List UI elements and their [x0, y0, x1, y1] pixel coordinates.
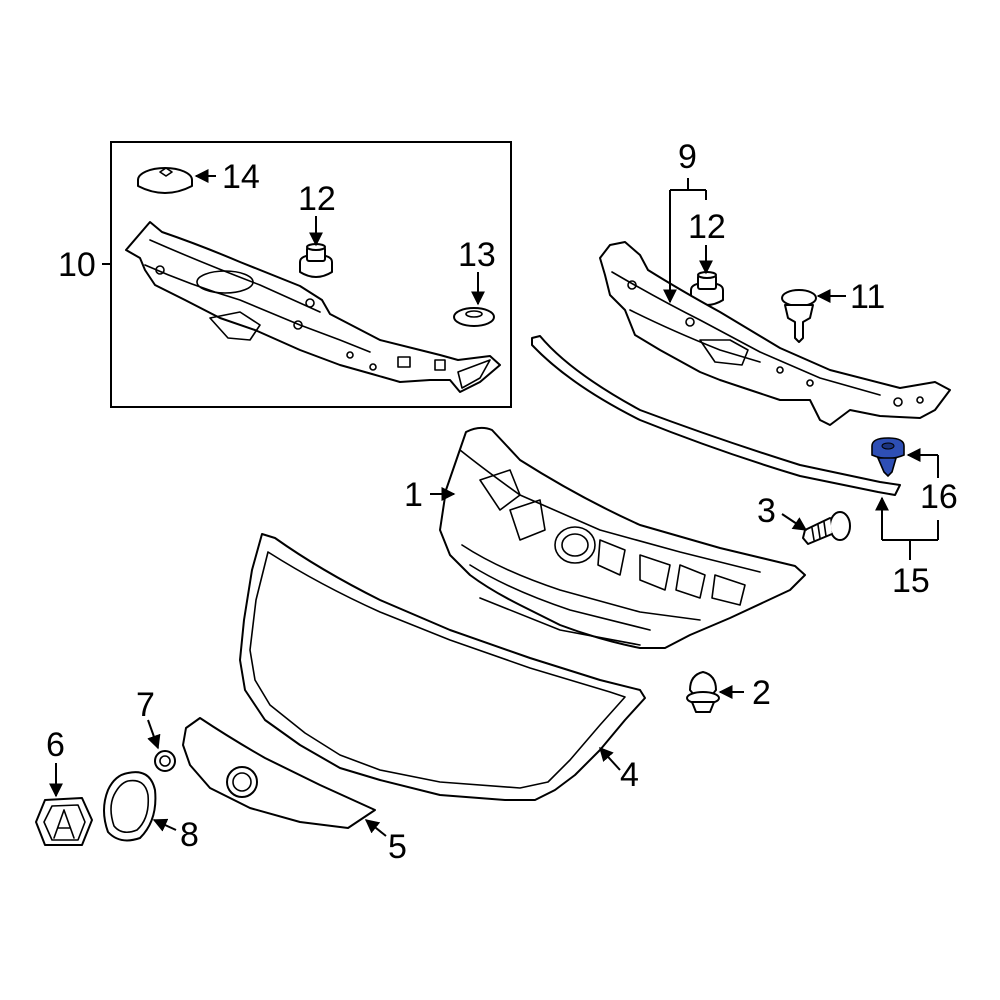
part-14-cap[interactable]: [137, 167, 193, 194]
callout-8: 8: [180, 816, 199, 854]
callout-9: 9: [678, 138, 697, 176]
callout-1: 1: [404, 476, 423, 514]
callout-11: 11: [850, 278, 885, 316]
callout-15: 15: [892, 562, 930, 600]
part-4-grille-frame[interactable]: [239, 533, 646, 801]
part-6-emblem[interactable]: [35, 797, 93, 846]
callout-13: 13: [458, 236, 496, 274]
callout-5: 5: [388, 828, 407, 866]
callout-10: 10: [58, 246, 96, 284]
part-3-screw[interactable]: [802, 511, 851, 545]
part-10-upper-support[interactable]: [125, 221, 501, 393]
part-15-molding-strip[interactable]: [531, 335, 901, 496]
callout-7: 7: [136, 686, 155, 724]
callout-12-right: 12: [688, 208, 726, 246]
callout-6: 6: [46, 726, 65, 764]
part-16-fastener-highlighted[interactable]: [871, 437, 905, 478]
part-11-push-clip[interactable]: [781, 289, 817, 343]
callout-2: 2: [752, 674, 771, 712]
callout-16: 16: [920, 478, 958, 516]
callout-12-left: 12: [298, 180, 336, 218]
part-1-grille[interactable]: [439, 426, 806, 649]
leader-lines: [49, 169, 939, 837]
callout-3: 3: [757, 492, 776, 530]
callout-4: 4: [620, 756, 639, 794]
part-7-small-washer[interactable]: [154, 750, 176, 772]
part-5-lower-garnish[interactable]: [182, 717, 376, 829]
callout-14: 14: [222, 158, 260, 196]
part-13-washer[interactable]: [453, 307, 495, 327]
part-8-emblem-ring[interactable]: [103, 771, 157, 842]
part-12-grommet-left[interactable]: [299, 243, 333, 278]
callout-labels: 14 12 13 10 9 12 11 16 15 1 3 2 4 5 7 8 …: [46, 138, 958, 866]
inset-frame: [110, 141, 512, 408]
part-9-support-bracket[interactable]: [599, 241, 951, 426]
part-2-clip[interactable]: [686, 671, 720, 713]
